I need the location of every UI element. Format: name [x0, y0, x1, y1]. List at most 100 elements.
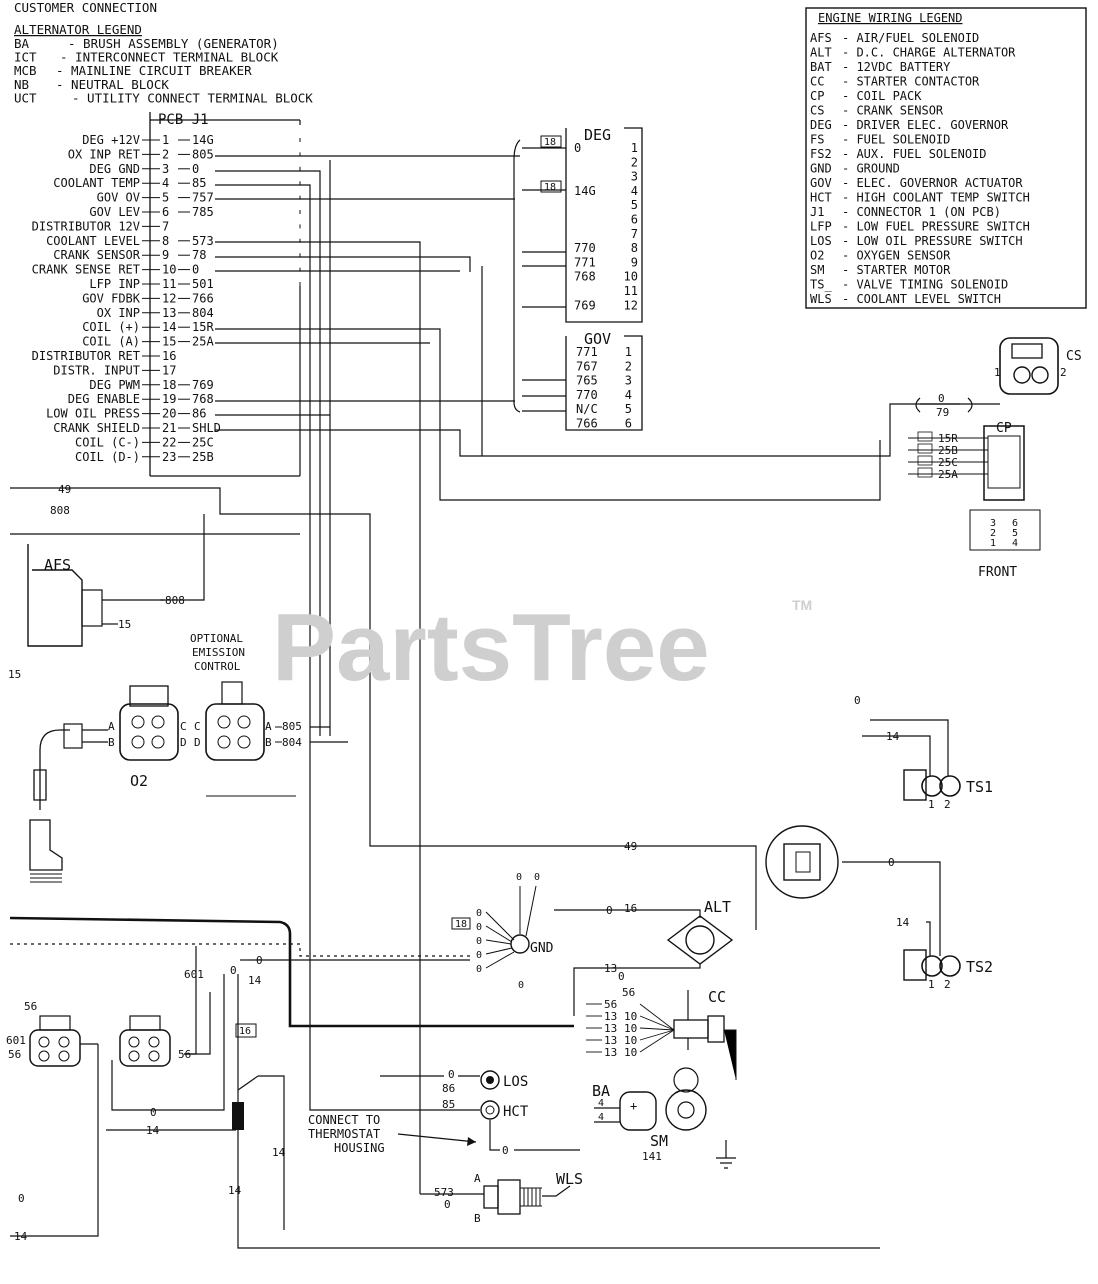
- hct-switch: HCT 85 0: [442, 1098, 580, 1157]
- engine-legend-desc: - STARTER CONTACTOR: [842, 75, 980, 89]
- pcb-pin-number: 9: [162, 248, 169, 262]
- svg-text:D: D: [180, 736, 187, 749]
- pcb-pin-number: 23: [162, 450, 176, 464]
- deg-pin-number: 9: [631, 255, 638, 269]
- pcb-pin-wire: 14G: [192, 133, 214, 147]
- coil-pack-front-pin: 3: [990, 518, 996, 529]
- engine-legend-desc: - ELEC. GOVERNOR ACTUATOR: [842, 176, 1023, 190]
- pcb-pin-label: COOLANT TEMP: [53, 176, 140, 190]
- svg-text:18: 18: [544, 182, 556, 193]
- deg-pin-wire: 770: [574, 241, 596, 255]
- coil-pack-front: FRONT: [978, 565, 1017, 580]
- svg-text:14: 14: [228, 1184, 242, 1197]
- deg-pin-number: 3: [631, 170, 638, 184]
- los-title: LOS: [503, 1074, 528, 1090]
- engine-legend-desc: - DRIVER ELEC. GOVERNOR: [842, 118, 1009, 132]
- coil-pack-wire-label: 25B: [938, 444, 958, 457]
- pcb-pin-label: LOW OIL PRESS: [46, 407, 140, 421]
- svg-text:573: 573: [434, 1186, 454, 1199]
- engine-legend-code: FS: [810, 133, 824, 147]
- coil-pack-front-pin: 2: [990, 528, 996, 539]
- pcb-pin-wire: 757: [192, 191, 214, 205]
- engine-legend-desc: - LOW FUEL PRESSURE SWITCH: [842, 220, 1030, 234]
- pcb-pin-number: 2: [162, 147, 169, 161]
- gov-pin-number: 5: [625, 402, 632, 416]
- svg-text:18: 18: [455, 919, 467, 930]
- customer-legend: CUSTOMER CONNECTION ALTERNATOR LEGEND BA…: [14, 0, 313, 105]
- cc-wire-10: 10: [624, 1034, 637, 1047]
- engine-legend-desc: - STARTER MOTOR: [842, 263, 951, 277]
- pcb-pin-wire: 501: [192, 277, 214, 291]
- gov-title: GOV: [584, 330, 611, 348]
- svg-text:1: 1: [928, 978, 935, 991]
- deg-pin-number: 8: [631, 241, 638, 255]
- svg-text:15: 15: [8, 668, 21, 681]
- gov-pin-number: 6: [625, 417, 632, 431]
- customer-legend-desc: - BRUSH ASSEMBLY (GENERATOR): [68, 36, 279, 51]
- svg-text:56: 56: [622, 986, 635, 999]
- pcb-pin-wire: 805: [192, 147, 214, 161]
- svg-text:0: 0: [476, 964, 482, 975]
- svg-text:A: A: [265, 720, 272, 733]
- pcb-pin-label: DEG GND: [89, 162, 140, 176]
- pcb-pin-label: COIL (A): [82, 335, 140, 349]
- svg-text:2: 2: [944, 978, 951, 991]
- alternator-legend-title: ALTERNATOR LEGEND: [14, 22, 142, 37]
- gov-pin-wire: 771: [576, 345, 598, 359]
- gov-pin-number: 3: [625, 374, 632, 388]
- gov-pin-number: 1: [625, 345, 632, 359]
- engine-legend-desc: - CONNECTOR 1 (ON PCB): [842, 205, 1001, 219]
- svg-text:0: 0: [534, 872, 540, 883]
- deg-pin-number: 7: [631, 227, 638, 241]
- cc-wire-line: [639, 1029, 675, 1041]
- svg-text:0: 0: [476, 922, 482, 933]
- svg-text:13: 13: [604, 962, 617, 975]
- pcb-pin-wire: SHLD: [192, 421, 221, 435]
- pcb-pin-wire: 86: [192, 407, 206, 421]
- ground-point: GND 18 0 0 0 0 0 0 0 0: [451, 872, 554, 991]
- svg-text:0: 0: [444, 1198, 451, 1211]
- pcb-pin-label: DISTR. INPUT: [53, 363, 140, 377]
- pcb-pin-label: COOLANT LEVEL: [46, 234, 140, 248]
- cc-wire-10: 10: [624, 1010, 637, 1023]
- pcb-pin-label: DEG +12V: [82, 133, 140, 147]
- los-switch: LOS 0 86: [380, 1068, 528, 1095]
- svg-text:0: 0: [938, 392, 945, 405]
- pcb-pin-wire: 573: [192, 234, 214, 248]
- emission-line1: OPTIONAL: [190, 632, 243, 645]
- svg-text:C: C: [180, 720, 187, 733]
- svg-text:49: 49: [58, 483, 71, 496]
- hct-title: HCT: [503, 1104, 529, 1120]
- engine-legend-code: CS: [810, 104, 824, 118]
- pcb-pin-number: 7: [162, 219, 169, 233]
- pcb-pin-wire: 25C: [192, 435, 214, 449]
- pcb-pin-number: 11: [162, 277, 176, 291]
- ts2-solenoid: 0 14 1 2 TS2: [842, 856, 993, 991]
- svg-text:56: 56: [24, 1000, 37, 1013]
- svg-text:79: 79: [936, 406, 949, 419]
- svg-text:0: 0: [888, 856, 895, 869]
- svg-text:804: 804: [282, 736, 302, 749]
- engine-legend-desc: - GROUND: [842, 162, 900, 176]
- afs-solenoid: 49 808 AFS 808 15: [27, 483, 185, 647]
- pcb-pin-number: 10: [162, 263, 176, 277]
- pcb-pin-label: DISTRIBUTOR 12V: [32, 219, 140, 233]
- pcb-pin-label: CRANK SENSOR: [53, 248, 140, 262]
- svg-text:14: 14: [886, 730, 900, 743]
- cc-wire: 13: [604, 1010, 617, 1023]
- cc-wire-10: 10: [624, 1022, 637, 1035]
- deg-pin-number: 2: [631, 155, 638, 169]
- pcb-pin-number: 19: [162, 392, 176, 406]
- svg-text:0: 0: [476, 936, 482, 947]
- svg-text:0: 0: [502, 1144, 509, 1157]
- engine-legend-desc: - COIL PACK: [842, 89, 922, 103]
- coil-pack-front-pin: 6: [1012, 518, 1018, 529]
- pcb-pin-wire: 768: [192, 392, 214, 406]
- svg-text:85: 85: [442, 1098, 455, 1111]
- cc-wire: 56: [604, 998, 617, 1011]
- deg-pin-wire: 14G: [574, 184, 596, 198]
- svg-text:0: 0: [516, 872, 522, 883]
- deg-pin-number: 4: [631, 184, 638, 198]
